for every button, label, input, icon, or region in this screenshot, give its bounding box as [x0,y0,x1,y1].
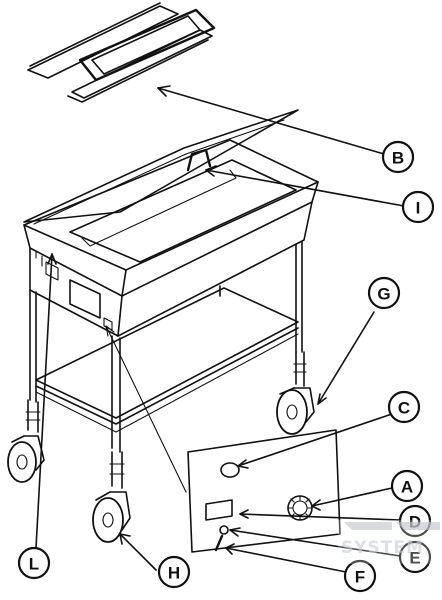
callout-I: I [401,190,435,224]
callout-H: H [157,555,191,589]
cart-frame [29,241,303,453]
svg-text:I: I [416,199,421,218]
indicator-light-icon [220,462,240,478]
lid-frame-part [27,2,216,103]
watermark-text: SYSTEM [341,538,424,558]
svg-text:A: A [401,478,413,497]
control-panel-detail [187,429,341,553]
leader-lines [35,85,405,573]
callout-G: G [367,276,401,310]
callout-F: F [343,559,377,593]
caster-back-right [276,351,315,435]
callout-B: B [381,140,415,174]
svg-text:L: L [29,555,39,574]
svg-text:C: C [398,399,410,418]
caster-back-left [7,399,45,483]
caster-front-left [92,451,131,543]
callout-A: A [390,469,424,503]
callout-C: C [387,390,421,424]
switch-icon [219,525,229,535]
svg-text:F: F [355,568,365,587]
power-cable-icon [214,534,224,552]
display-window [205,499,233,521]
svg-text:B: B [392,149,404,168]
svg-text:G: G [377,285,390,304]
svg-text:E: E [409,549,420,568]
callout-L: L [17,546,51,580]
thermostat-dial-icon [287,495,313,521]
watermark-logo: SYSTEM [338,520,442,564]
cart-top-tank [23,109,319,337]
callout-E: E [398,540,432,574]
svg-text:H: H [168,564,180,583]
